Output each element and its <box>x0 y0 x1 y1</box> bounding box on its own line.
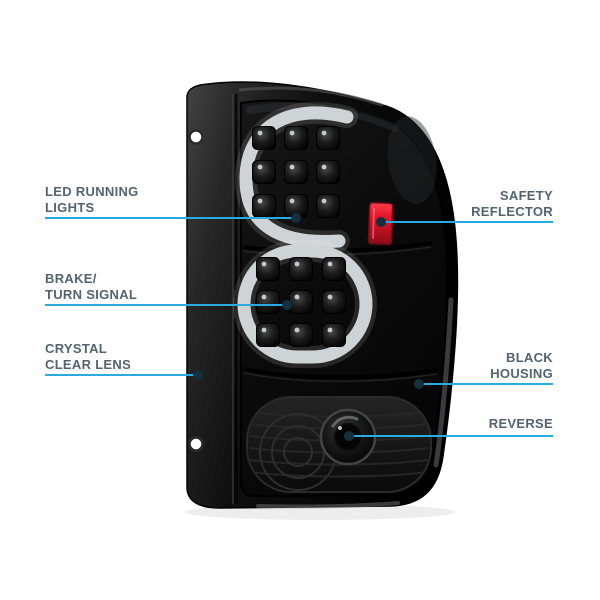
callout-text-line: TURN SIGNAL <box>45 287 138 302</box>
callout-label-led-running-lights: LED RUNNING LIGHTS <box>45 184 255 216</box>
callout-text-line: CRYSTAL <box>45 341 108 356</box>
callout-label-reverse: REVERSE <box>343 416 553 432</box>
callout-text-line: LIGHTS <box>45 200 95 215</box>
callout-line-black-housing <box>419 383 553 385</box>
callout-line-reverse <box>349 435 553 437</box>
callout-dot-brake-turn-signal <box>282 300 292 310</box>
callout-text-line: BRAKE/ <box>45 271 97 286</box>
led-grid-top <box>252 126 340 218</box>
callout-line-brake-turn-signal <box>45 304 287 306</box>
led-grid-middle <box>256 257 346 347</box>
callout-dot-crystal-clear-lens <box>193 370 203 380</box>
callout-line-led-running-lights <box>45 217 296 219</box>
callout-text-line: REVERSE <box>488 416 553 431</box>
callout-label-brake-turn-signal: BRAKE/ TURN SIGNAL <box>45 271 255 303</box>
callout-text-line: LED RUNNING <box>45 184 139 199</box>
callout-dot-reverse <box>344 431 354 441</box>
reverse-light-section <box>246 396 432 493</box>
callout-line-safety-reflector <box>381 221 553 223</box>
callout-dot-black-housing <box>414 379 424 389</box>
callout-text-line: SAFETY <box>499 188 553 203</box>
callout-label-crystal-clear-lens: CRYSTAL CLEAR LENS <box>45 341 255 373</box>
callout-dot-led-running-lights <box>291 213 301 223</box>
led-light-bar-top <box>234 102 358 253</box>
callout-text-line: HOUSING <box>490 366 553 381</box>
mounting-holes <box>188 129 204 452</box>
callout-label-black-housing: BLACK HOUSING <box>343 350 553 382</box>
callout-text-line: BLACK <box>506 350 553 365</box>
callout-label-safety-reflector: SAFETY REFLECTOR <box>343 188 553 220</box>
callout-text-line: CLEAR LENS <box>45 357 132 372</box>
callout-dot-safety-reflector <box>376 217 386 227</box>
callout-line-crystal-clear-lens <box>45 374 198 376</box>
callout-text-line: REFLECTOR <box>471 204 553 219</box>
